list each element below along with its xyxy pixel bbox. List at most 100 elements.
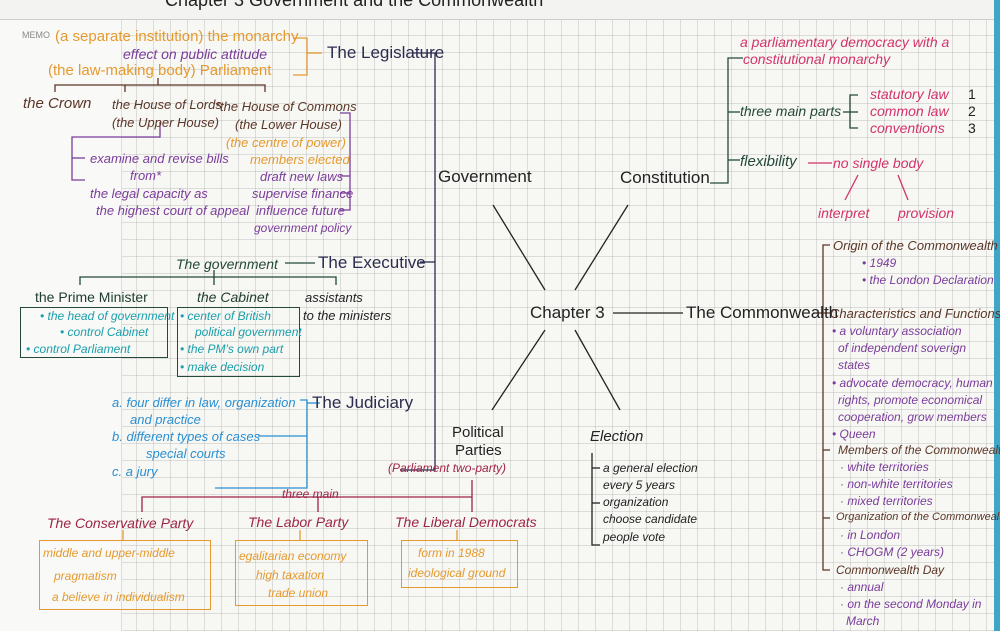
organization-point: · CHOGM (2 years) bbox=[840, 545, 945, 559]
cabinet-point: political government bbox=[195, 325, 302, 339]
house-of-lords: the House of Lords bbox=[112, 97, 222, 112]
members-point: · non-white territories bbox=[840, 477, 953, 491]
three-main: three main bbox=[282, 487, 339, 501]
party-point: middle and upper-middle bbox=[43, 546, 175, 560]
lords-point: from* bbox=[130, 168, 162, 183]
centre-of-power: (the centre of power) bbox=[226, 135, 346, 150]
organization-heading: Organization of the Commonwealth bbox=[836, 511, 1000, 523]
provision: provision bbox=[898, 205, 955, 221]
no-single-body: no single body bbox=[833, 155, 924, 171]
election-point: people vote bbox=[603, 530, 666, 544]
constitution-label: Constitution bbox=[620, 168, 710, 187]
origin-point: • the London Declaration bbox=[862, 273, 994, 287]
commonwealth-day-point: March bbox=[846, 614, 880, 628]
party-box bbox=[235, 540, 368, 606]
two-party-note: (Parliament two-party) bbox=[388, 461, 507, 475]
characteristics-heading: Characteristics and Functions bbox=[830, 306, 1000, 321]
lords-point: the highest court of appeal bbox=[96, 203, 250, 218]
pm-point: • control Cabinet bbox=[60, 325, 149, 339]
judiciary-point: special courts bbox=[146, 446, 226, 461]
house-of-commons: *the House of Commons bbox=[215, 99, 357, 114]
commons-point: draft new laws bbox=[260, 169, 344, 184]
grid-paper bbox=[0, 20, 994, 631]
cabinet-point: • center of British bbox=[180, 309, 271, 323]
commonwealth-label: The Commonwealth bbox=[686, 303, 839, 322]
cabinet-point: • the PM's own part bbox=[180, 342, 284, 356]
characteristics-point: • a voluntary association bbox=[832, 324, 962, 338]
election-point: a general election bbox=[603, 461, 698, 475]
pm-point: • control Parliament bbox=[26, 342, 131, 356]
monarchy-text: (a separate institution) the monarchy bbox=[55, 28, 299, 45]
commonwealth-day-point: · on the second Monday in bbox=[840, 597, 982, 611]
party-point: egalitarian economy bbox=[239, 549, 347, 563]
party-name: The Liberal Democrats bbox=[395, 514, 537, 530]
characteristics-point: • Queen bbox=[832, 427, 876, 441]
election-point: every 5 years bbox=[603, 478, 676, 492]
center-topic: Chapter 3 bbox=[530, 303, 605, 322]
characteristics-point: of independent soverign bbox=[838, 341, 967, 355]
prime-minister: the Prime Minister bbox=[35, 289, 148, 305]
election-label: Election bbox=[590, 428, 644, 445]
party-box bbox=[39, 540, 211, 610]
executive-label: The Executive bbox=[318, 253, 426, 272]
characteristics-point: rights, promote economical bbox=[838, 393, 983, 407]
judiciary-label: The Judiciary bbox=[312, 393, 414, 412]
judiciary-point: c. a jury bbox=[112, 464, 158, 479]
notebook-edge bbox=[994, 0, 1000, 631]
title-strip: Chapter 3 Government and the Commonwealt… bbox=[0, 0, 994, 20]
effect-text: effect on public attitude bbox=[123, 46, 267, 62]
party-point: a believe in individualism bbox=[52, 590, 185, 604]
judiciary-point: b. different types of cases bbox=[112, 429, 261, 444]
judiciary-point: and practice bbox=[130, 412, 201, 427]
pm-point: • the head of government bbox=[40, 309, 175, 323]
origin-point: • 1949 bbox=[862, 256, 897, 270]
cabinet-box bbox=[177, 307, 300, 377]
assistants: assistants bbox=[305, 290, 363, 305]
legislature-label: The Legislature bbox=[327, 43, 445, 62]
part-name: conventions bbox=[870, 120, 945, 136]
party-box bbox=[401, 540, 518, 588]
memo-label: MEMO bbox=[22, 30, 50, 40]
lords-point: examine and revise bills bbox=[90, 151, 229, 166]
upper-house: (the Upper House) bbox=[112, 115, 219, 130]
the-government: The government bbox=[176, 256, 278, 272]
flexibility: flexibility bbox=[740, 153, 797, 170]
characteristics-point: states bbox=[838, 358, 871, 372]
part-number: 1 bbox=[968, 86, 976, 102]
constitution-definition: a parliamentary democracy with a bbox=[740, 34, 950, 50]
political-parties-label: Parties bbox=[455, 442, 502, 459]
assistants: to the ministers bbox=[303, 308, 392, 323]
page-title: Chapter 3 Government and the Commonwealt… bbox=[165, 0, 544, 10]
part-name: common law bbox=[870, 103, 949, 119]
party-point: ideological ground bbox=[408, 566, 506, 580]
judiciary-point: a. four differ in law, organization bbox=[112, 395, 296, 410]
cabinet: the Cabinet bbox=[197, 289, 269, 305]
election-point: choose candidate bbox=[603, 512, 698, 526]
organization-point: · in London bbox=[840, 528, 901, 542]
cabinet-point: • make decision bbox=[180, 360, 265, 374]
constitution-definition: constitutional monarchy bbox=[743, 51, 891, 67]
part-name: statutory law bbox=[870, 86, 949, 102]
origin-heading: Origin of the Commonwealth bbox=[833, 238, 998, 253]
commons-point: supervise finance bbox=[252, 186, 354, 201]
three-main-parts: three main parts bbox=[740, 103, 842, 119]
members-point: · mixed territories bbox=[840, 494, 933, 508]
party-point: form in 1988 bbox=[418, 546, 485, 560]
election-point: organization bbox=[603, 495, 669, 509]
government-label: Government bbox=[438, 167, 532, 186]
commonwealth-day-point: · annual bbox=[840, 580, 884, 594]
part-number: 2 bbox=[968, 103, 976, 119]
lower-house: (the Lower House) bbox=[235, 117, 342, 132]
members-elected: members elected bbox=[250, 152, 350, 167]
commons-point: government policy bbox=[254, 221, 352, 235]
characteristics-point: cooperation, grow members bbox=[838, 410, 987, 424]
lords-point: the legal capacity as bbox=[90, 186, 208, 201]
commonwealth-day-heading: Commonwealth Day bbox=[836, 563, 945, 577]
part-number: 3 bbox=[968, 120, 976, 136]
parliament-text: (the law-making body) Parliament bbox=[48, 62, 272, 79]
party-name: The Labor Party bbox=[248, 514, 349, 530]
party-point: high taxation bbox=[256, 568, 325, 582]
commons-point: influence future bbox=[256, 203, 345, 218]
crown-text: the Crown bbox=[23, 95, 92, 112]
